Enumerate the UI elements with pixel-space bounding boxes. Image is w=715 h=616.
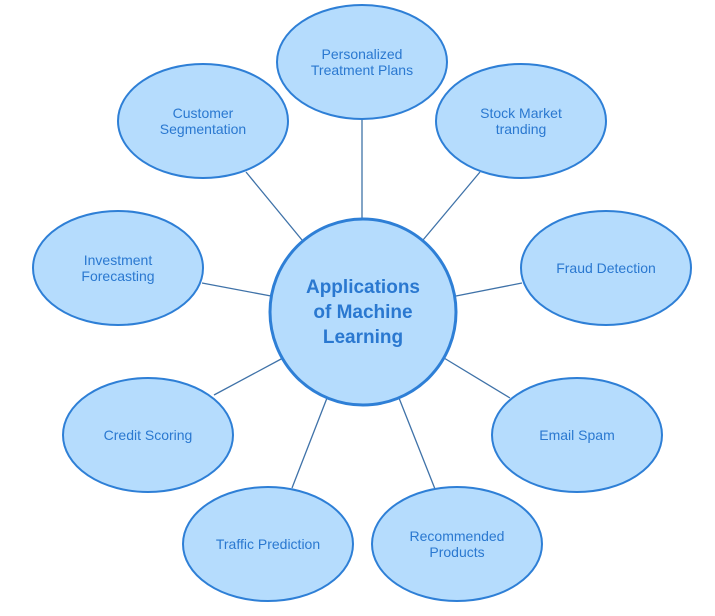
node-traffic-prediction: Traffic Prediction	[182, 486, 354, 602]
connector-line-recommended-products	[398, 397, 436, 490]
node-ellipse	[32, 210, 204, 326]
connector-line-investment-forecasting	[201, 282, 272, 297]
connector-line-fraud-detection	[455, 282, 523, 297]
node-ellipse	[117, 63, 289, 179]
node-label: Recommended	[410, 528, 505, 544]
node-email-spam: Email Spam	[491, 377, 663, 493]
connector-line-customer-segmentation	[245, 171, 303, 241]
node-fraud-detection: Fraud Detection	[520, 210, 692, 326]
node-ellipse	[276, 4, 448, 120]
connector-line-email-spam	[443, 357, 511, 399]
central-circle	[268, 217, 458, 407]
node-label: Email Spam	[539, 427, 614, 443]
connector-line-credit-scoring	[213, 357, 284, 396]
node-ellipse	[182, 486, 354, 602]
node-label: tranding	[496, 121, 547, 137]
node-label: Products	[429, 544, 484, 560]
node-credit-scoring: Credit Scoring	[62, 377, 234, 493]
central-topic-label: of Machine	[313, 302, 412, 323]
node-label: Treatment Plans	[311, 62, 413, 78]
node-label: Fraud Detection	[556, 260, 656, 276]
connector-line-traffic-prediction	[291, 397, 328, 489]
central-topic-label: Applications	[306, 277, 420, 298]
connectors	[201, 118, 523, 490]
node-ellipse	[371, 486, 543, 602]
node-label: Traffic Prediction	[216, 536, 320, 552]
node-ellipse	[62, 377, 234, 493]
node-ellipse	[520, 210, 692, 326]
node-ellipse	[491, 377, 663, 493]
node-label: Segmentation	[160, 121, 246, 137]
connector-line-stock-market-trading	[422, 171, 481, 241]
node-label: Stock Market	[480, 105, 562, 121]
node-ellipse	[435, 63, 607, 179]
central-topic-label: Learning	[323, 327, 403, 348]
node-label: Personalized	[322, 46, 403, 62]
node-label: Investment	[84, 252, 153, 268]
node-label: Customer	[173, 105, 234, 121]
node-label: Forecasting	[81, 268, 154, 284]
node-label: Credit Scoring	[104, 427, 193, 443]
